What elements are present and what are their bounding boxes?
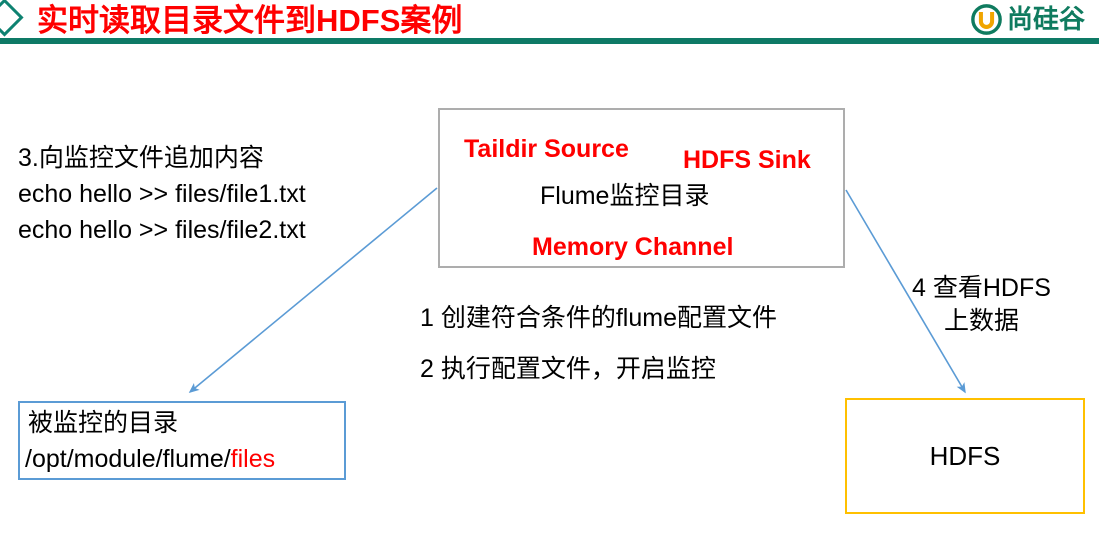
header-divider — [0, 38, 1099, 44]
right-step-line-2: 上数据 — [943, 307, 1019, 335]
center-step-text: 1 创建符合条件的flume配置文件 2 执行配置文件，开启监控 — [420, 293, 777, 395]
taildir-source-label: Taildir Source — [464, 135, 629, 163]
hdfs-target-box: HDFS — [845, 398, 1085, 514]
right-step-line-1: 4 查看HDFS — [912, 274, 1051, 302]
brand-logo-text: 尚硅谷 — [1006, 4, 1085, 34]
center-step-line-1: 1 创建符合条件的flume配置文件 — [420, 304, 777, 332]
left-step-line-1: 3.向监控文件追加内容 — [18, 144, 264, 172]
monitored-directory-label: 被监控的目录 — [28, 409, 179, 437]
monitored-directory-box: 被监控的目录 /opt/module/flume/files — [18, 401, 346, 480]
monitored-directory-path: /opt/module/flume/files — [25, 441, 275, 477]
flume-watch-dir-label: Flume监控目录 — [540, 182, 710, 210]
left-step-line-2: echo hello >> files/file1.txt — [18, 180, 306, 208]
hdfs-sink-label: HDFS Sink — [683, 146, 811, 174]
brand-logo: 尚硅谷 — [971, 2, 1085, 36]
left-step-line-3: echo hello >> files/file2.txt — [18, 216, 306, 244]
monitored-path-prefix: /opt/module/flume/ — [25, 445, 231, 473]
hdfs-target-label: HDFS — [929, 440, 1001, 471]
slide-header: 实时读取目录文件到HDFS案例 — [0, 0, 1099, 44]
center-step-line-2: 2 执行配置文件，开启监控 — [420, 355, 716, 383]
monitored-path-highlight: files — [230, 445, 276, 473]
shangguigu-u-circle-icon — [971, 3, 1002, 35]
right-step-text: 4 查看HDFS 上数据 — [912, 272, 1051, 338]
left-step-text: 3.向监控文件追加内容 echo hello >> files/file1.tx… — [18, 140, 306, 248]
memory-channel-label: Memory Channel — [532, 233, 734, 261]
flume-agent-box: Taildir Source HDFS Sink Flume监控目录 Memor… — [438, 108, 845, 268]
diamond-outline-icon — [0, 0, 24, 37]
page-title: 实时读取目录文件到HDFS案例 — [37, 3, 463, 38]
